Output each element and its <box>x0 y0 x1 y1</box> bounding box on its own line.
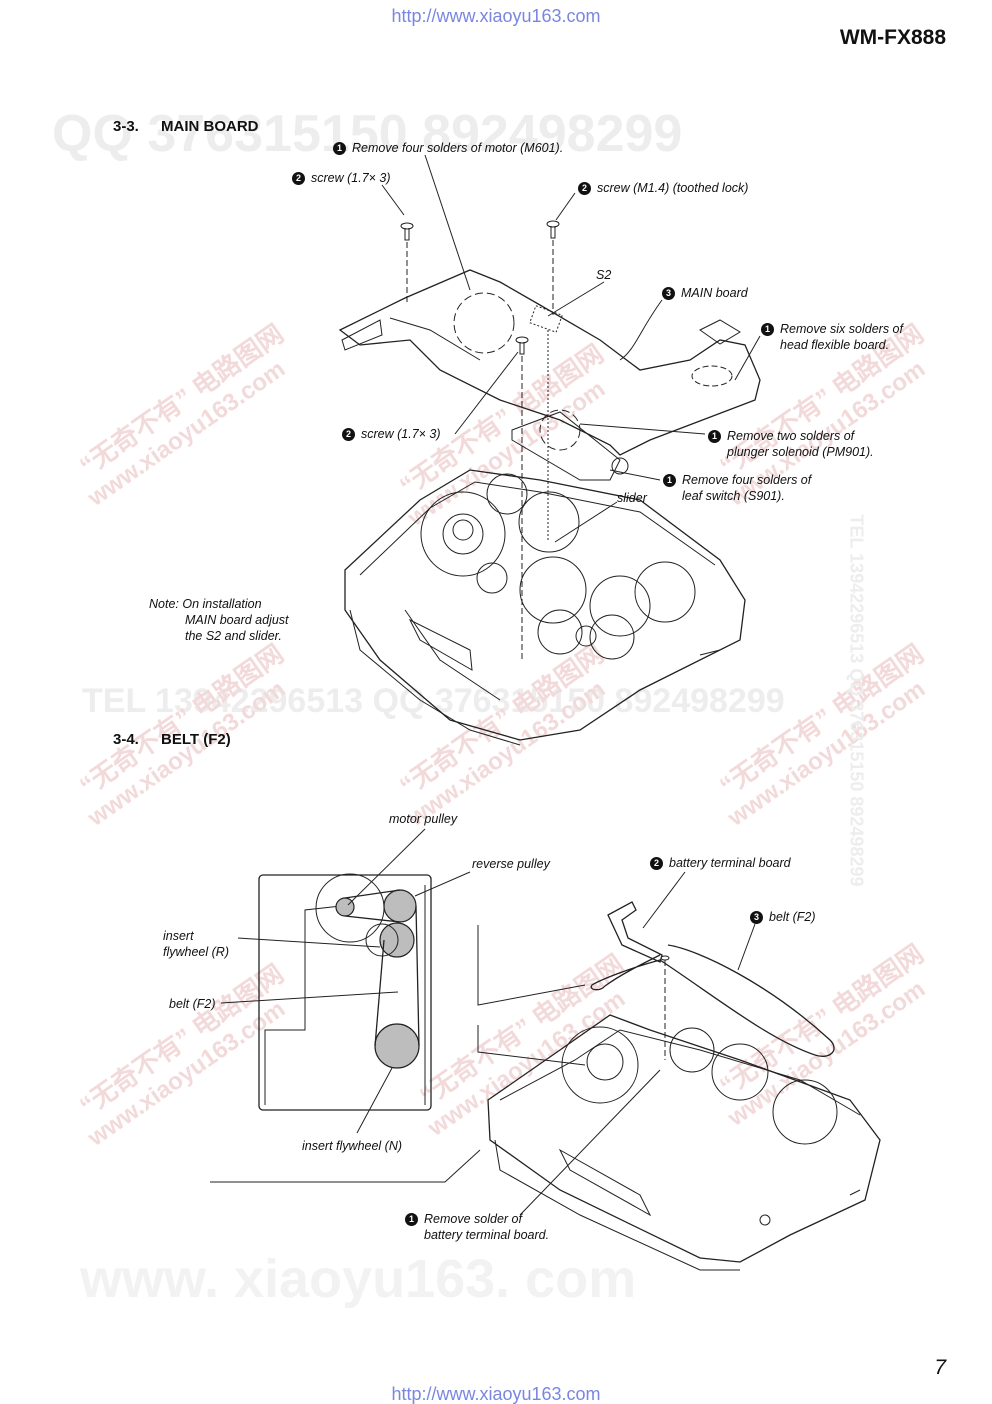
note-line: the S2 and slider. <box>185 629 282 643</box>
label-main-board: 3 MAIN board <box>662 285 748 301</box>
note-line: Note: On installation <box>149 597 262 611</box>
step-badge: 2 <box>292 172 305 185</box>
label-text: MAIN board <box>681 286 748 300</box>
step-badge: 1 <box>405 1213 418 1226</box>
model-number: WM-FX888 <box>839 26 946 49</box>
label-screw-left: 2 screw (1.7× 3) <box>292 170 391 186</box>
section-heading-main-board: 3-3. MAIN BOARD <box>113 118 259 135</box>
label-text: screw (M1.4) (toothed lock) <box>597 181 749 195</box>
footer-url[interactable]: http://www.xiaoyu163.com <box>391 1384 601 1404</box>
section-number: 3-4. <box>113 731 139 748</box>
label-text: battery terminal board. <box>424 1228 550 1242</box>
section-title: MAIN BOARD <box>161 118 259 135</box>
label-head-flexible: 1 Remove six solders of head flexible boar… <box>761 321 903 353</box>
section-heading-belt: 3-4. BELT (F2) <box>113 731 231 748</box>
step-badge: 1 <box>663 474 676 487</box>
step-badge: 3 <box>750 911 763 924</box>
label-insert-flywheel-n: insert flywheel (N) <box>302 1139 403 1153</box>
label-text: insert <box>163 929 194 943</box>
label-insert-flywheel-r: insert flywheel (R) <box>163 928 229 960</box>
label-text: Remove four solders of motor (M601). <box>352 141 564 155</box>
label-text: Remove six solders of <box>780 322 903 336</box>
label-text: Remove solder of <box>424 1212 522 1226</box>
label-text: Remove four solders of <box>682 473 812 487</box>
label-screw-mid: 2 screw (1.7× 3) <box>342 426 441 442</box>
label-battery-terminal-board: 2 battery terminal board <box>650 855 791 871</box>
label-belt-right: 3 belt (F2) <box>750 909 816 925</box>
note-line: MAIN board adjust <box>185 613 289 627</box>
main-board-drawing <box>338 154 761 746</box>
watermark-qq: QQ 376315150 892498299 <box>52 105 683 163</box>
label-motor-solders: 1 Remove four solders of motor (M601). <box>333 140 563 156</box>
step-badge: 1 <box>708 430 721 443</box>
step-badge: 2 <box>650 857 663 870</box>
belt-mechanism-drawing <box>487 871 881 1271</box>
belt-inset-drawing <box>210 828 586 1183</box>
step-badge: 1 <box>761 323 774 336</box>
label-text: Remove two solders of <box>727 429 855 443</box>
page-number: 7 <box>934 1356 946 1379</box>
label-text: screw (1.7× 3) <box>311 171 391 185</box>
label-screw-right: 2 screw (M1.4) (toothed lock) <box>578 180 748 196</box>
label-plunger-solenoid: 1 Remove two solders of plunger solenoid (… <box>708 428 874 460</box>
label-text: battery terminal board <box>669 856 791 870</box>
label-remove-solder: 1 Remove solder of battery terminal board. <box>405 1211 549 1243</box>
label-s2: S2 <box>596 268 612 282</box>
label-text: leaf switch (S901). <box>682 489 785 503</box>
watermark-bottom: www. xiaoyu163. com <box>80 1249 637 1309</box>
installation-note: Note: On installation MAIN board adjust … <box>149 596 289 644</box>
step-badge: 3 <box>662 287 675 300</box>
header-url[interactable]: http://www.xiaoyu163.com <box>391 6 601 26</box>
label-text: head flexible board. <box>780 338 890 352</box>
watermark-tel: TEL 13942296513 QQ 376315150 892498299 <box>82 682 785 720</box>
label-reverse-pulley: reverse pulley <box>472 857 550 871</box>
section-title: BELT (F2) <box>161 731 231 748</box>
label-slider: slider <box>617 491 647 505</box>
label-text: screw (1.7× 3) <box>361 427 441 441</box>
step-badge: 1 <box>333 142 346 155</box>
label-motor-pulley: motor pulley <box>389 812 458 826</box>
step-badge: 2 <box>578 182 591 195</box>
label-text: belt (F2) <box>769 910 816 924</box>
label-text: flywheel (R) <box>163 945 229 959</box>
step-badge: 2 <box>342 428 355 441</box>
label-leaf-switch: 1 Remove four solders of leaf switch (S901… <box>663 472 811 504</box>
label-text: plunger solenoid (PM901). <box>727 445 874 459</box>
label-belt-left: belt (F2) <box>169 997 216 1011</box>
section-number: 3-3. <box>113 118 139 135</box>
